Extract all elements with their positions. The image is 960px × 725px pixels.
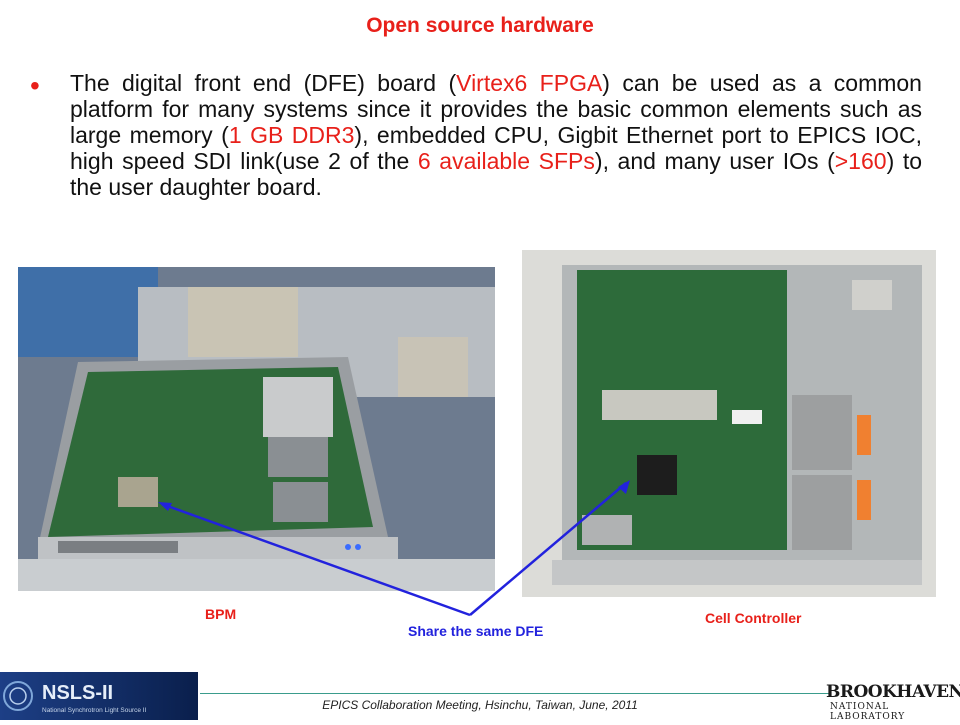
bullet-text-part: The digital front end (DFE) board ( [70, 70, 457, 96]
caption-bpm: BPM [205, 606, 237, 622]
bullet-text-part: ), and many user IOs ( [594, 148, 835, 174]
caption-share-dfe: Share the same DFE [408, 623, 544, 639]
bullet-text-part: ) to the user daughter board. [70, 148, 923, 200]
footer-divider [200, 693, 830, 694]
nsls-logo: NSLS-II National Synchrotron Light Sourc… [0, 672, 198, 720]
caption-cell-controller: Cell Controller [705, 610, 802, 626]
footer-text: EPICS Collaboration Meeting, Hsinchu, Ta… [322, 698, 638, 712]
arrow-to-bpm [161, 502, 471, 617]
brookhaven-logo-main: BROOKHAVEN [826, 682, 960, 702]
highlight-memory: 1 GB DDR3 [228, 122, 355, 148]
highlight-sfps: 6 available SFPs [417, 148, 595, 174]
highlight-fpga: Virtex6 FPGA [456, 70, 603, 96]
bullet-text-part: ), embedded CPU, Gigbit Ethernet port to… [70, 122, 922, 174]
nsls-logo-text: NSLS-II [42, 682, 113, 704]
slide-title: Open source hardware [366, 14, 594, 37]
nsls-logo-subtext: National Synchrotron Light Source II [42, 707, 147, 714]
cell-controller-hardware-illustration [522, 250, 936, 597]
brookhaven-logo: BROOKHAVEN NATIONAL LABORATORY [826, 682, 960, 722]
cell-controller-photo [522, 250, 936, 597]
bullet-text: The digital front end (DFE) board (Virte… [70, 70, 922, 200]
brookhaven-logo-sub: NATIONAL LABORATORY [830, 702, 906, 722]
arrow-head-bpm [158, 502, 172, 511]
bullet-text-part: ) can be used as a common platform for m… [70, 70, 922, 148]
nsls-logo-graphic: NSLS-II National Synchrotron Light Sourc… [0, 672, 198, 720]
arrow-to-cell-controller [469, 482, 627, 616]
bullet-marker: • [30, 70, 40, 101]
highlight-io: >160 [834, 148, 887, 174]
arrow-head-cell-controller [618, 480, 630, 494]
